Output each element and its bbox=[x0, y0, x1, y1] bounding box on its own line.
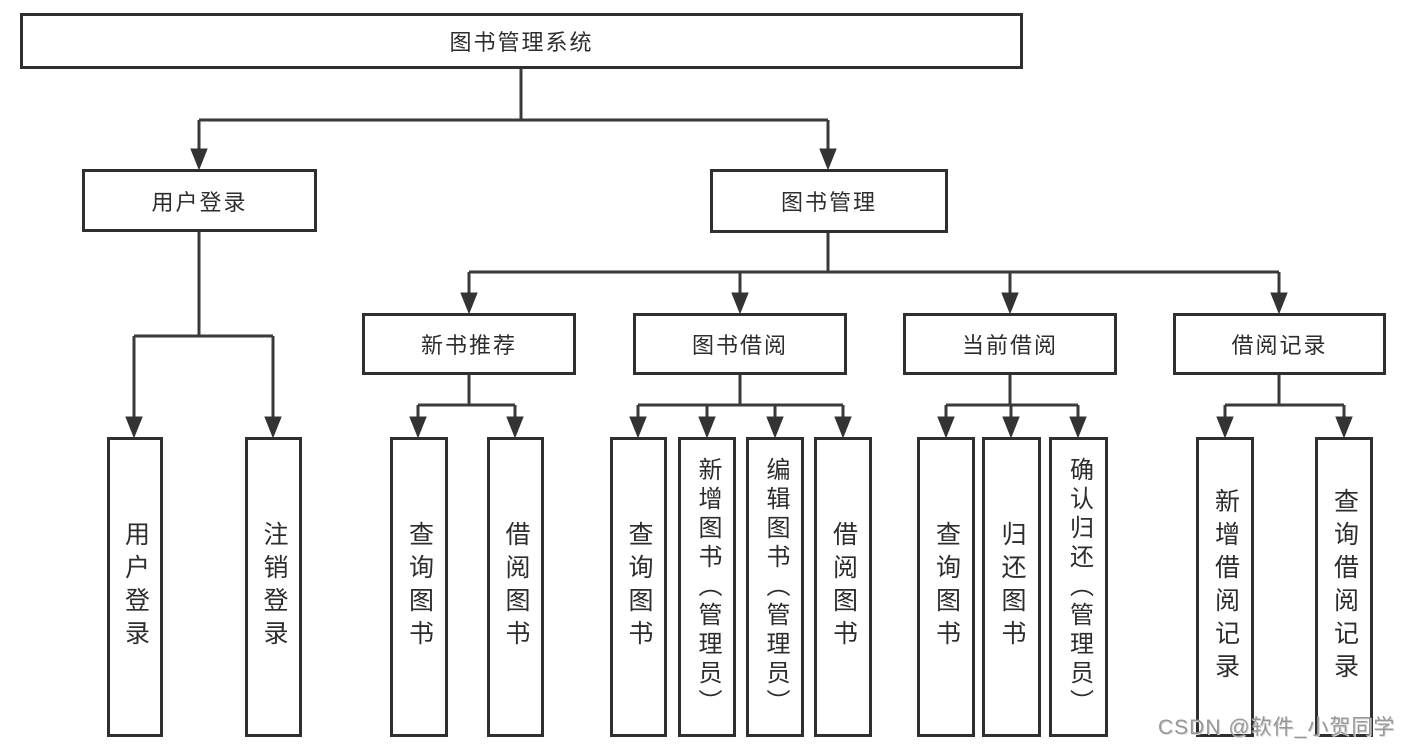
node-library-management-system: 图书管理系统 bbox=[20, 13, 1023, 69]
node-current-borrow: 当前借阅 bbox=[903, 313, 1117, 375]
leaf-logout: 注销登录 bbox=[245, 437, 302, 737]
leaf-label: 借阅图书 bbox=[829, 521, 858, 653]
leaf-label: 编辑图书（管理员） bbox=[762, 456, 789, 718]
leaf-label: 借阅图书 bbox=[502, 521, 530, 653]
leaf-add-books-admin: 新增图书（管理员） bbox=[678, 437, 736, 737]
csdn-watermark: CSDN @软件_小贺同学 bbox=[1158, 716, 1396, 739]
leaf-label: 查询图书 bbox=[625, 521, 653, 653]
leaf-label: 查询图书 bbox=[932, 521, 961, 653]
node-label: 图书管理 bbox=[780, 190, 877, 215]
leaf-user-login: 用户登录 bbox=[107, 437, 163, 737]
leaf-add-borrow-record: 新增借阅记录 bbox=[1196, 437, 1254, 737]
leaf-borrow-books: 借阅图书 bbox=[814, 437, 872, 737]
leaf-query-borrow-record: 查询借阅记录 bbox=[1315, 437, 1373, 737]
leaf-label: 注销登录 bbox=[260, 521, 288, 653]
node-new-book-recommend: 新书推荐 bbox=[362, 313, 576, 375]
node-label: 用户登录 bbox=[151, 189, 248, 215]
node-borrow-records: 借阅记录 bbox=[1173, 313, 1386, 375]
leaf-edit-books-admin: 编辑图书（管理员） bbox=[746, 437, 804, 737]
node-book-borrow: 图书借阅 bbox=[633, 313, 847, 375]
leaf-return-books: 归还图书 bbox=[982, 437, 1041, 737]
node-label: 新书推荐 bbox=[420, 333, 517, 358]
leaf-label: 新增图书（管理员） bbox=[694, 456, 721, 718]
leaf-label: 确认归还（管理员） bbox=[1065, 456, 1093, 718]
node-book-management: 图书管理 bbox=[710, 169, 948, 233]
leaf-label: 查询图书 bbox=[405, 521, 434, 653]
leaf-confirm-return-admin: 确认归还（管理员） bbox=[1049, 437, 1108, 737]
node-user-login: 用户登录 bbox=[82, 169, 317, 232]
leaf-label: 新增借阅记录 bbox=[1211, 488, 1240, 686]
leaf-label: 用户登录 bbox=[121, 521, 150, 653]
node-label: 图书管理系统 bbox=[449, 30, 594, 55]
node-label: 当前借阅 bbox=[961, 333, 1058, 358]
node-label: 图书借阅 bbox=[691, 333, 788, 358]
leaf-label: 归还图书 bbox=[998, 521, 1026, 653]
leaf-borrow-query-books: 查询图书 bbox=[610, 437, 667, 737]
leaf-recommend-borrow-books: 借阅图书 bbox=[487, 437, 544, 737]
leaf-label: 查询借阅记录 bbox=[1330, 488, 1359, 686]
leaf-current-query-books: 查询图书 bbox=[917, 437, 975, 737]
node-label: 借阅记录 bbox=[1231, 333, 1328, 358]
leaf-recommend-query-books: 查询图书 bbox=[390, 437, 448, 737]
